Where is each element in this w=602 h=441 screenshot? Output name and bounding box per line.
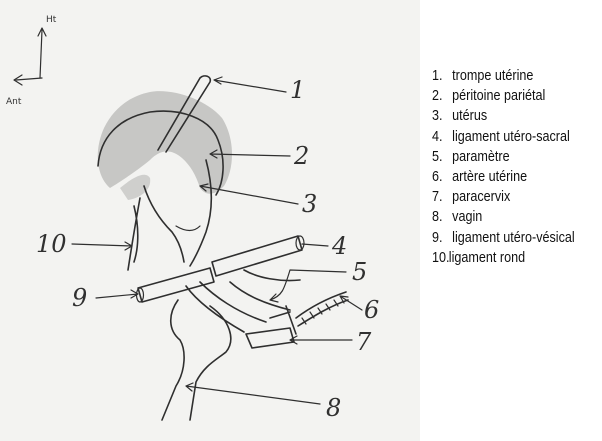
leader-10 — [72, 242, 132, 250]
legend-number: 8. — [432, 207, 452, 227]
leader-4 — [302, 244, 328, 246]
legend-label: ligament utéro-sacral — [452, 127, 570, 147]
legend-item: 3.utérus — [432, 106, 575, 126]
callout-1: 1 — [290, 78, 305, 102]
leader-9 — [96, 290, 138, 298]
leader-6 — [340, 296, 362, 310]
legend-item: 1.trompe utérine — [432, 66, 575, 86]
cervix-outline — [186, 270, 300, 332]
leader-8 — [186, 383, 320, 404]
utero-sacral-ligament — [212, 236, 302, 276]
legend-label: ligament rond — [449, 248, 525, 268]
leader-1 — [214, 77, 286, 92]
legend-item: 4.ligament utéro-sacral — [432, 127, 575, 147]
legend-number: 3. — [432, 106, 452, 126]
uterus-inner-line — [176, 226, 200, 231]
callout-8: 8 — [326, 396, 341, 420]
legend-label: vagin — [452, 207, 482, 227]
legend-label: ligament utéro-vésical — [452, 228, 575, 248]
legend-item: 10.ligament rond — [432, 248, 575, 268]
legend-label: péritoine pariétal — [452, 86, 545, 106]
anatomy-sketch: Ht Ant 1 2 3 4 5 6 7 8 9 10 — [0, 0, 420, 441]
callout-3: 3 — [302, 192, 317, 216]
legend-item: 2.péritoine pariétal — [432, 86, 575, 106]
legend-number: 1. — [432, 66, 452, 86]
leader-5 — [270, 270, 346, 302]
legend-label: paracervix — [452, 187, 510, 207]
callout-6: 6 — [364, 298, 379, 322]
legend-item: 7.paracervix — [432, 187, 575, 207]
legend-number: 2. — [432, 86, 452, 106]
peritoneum-shading — [98, 91, 232, 194]
sketch-drawing — [0, 0, 420, 441]
legend-list: 1.trompe utérine 2.péritoine pariétal 3.… — [432, 66, 575, 268]
callout-4: 4 — [332, 234, 347, 258]
axis-left-label: Ant — [6, 98, 21, 107]
callout-2: 2 — [294, 144, 309, 168]
callout-9: 9 — [72, 286, 87, 310]
legend-label: paramètre — [452, 147, 509, 167]
orientation-axes — [14, 28, 46, 85]
legend-number: 5. — [432, 147, 452, 167]
axis-up-line — [40, 30, 42, 78]
legend-label: utérus — [452, 106, 487, 126]
round-ligament — [128, 198, 140, 270]
legend-number: 4. — [432, 127, 452, 147]
legend-label: trompe utérine — [452, 66, 533, 86]
callout-5: 5 — [352, 260, 367, 284]
legend-number: 7. — [432, 187, 452, 207]
legend-label: artère utérine — [452, 167, 527, 187]
legend-number: 9. — [432, 228, 452, 248]
callout-10: 10 — [36, 232, 67, 256]
legend-number: 6. — [432, 167, 452, 187]
leader-7 — [290, 336, 352, 344]
paracervix — [246, 328, 294, 348]
legend-item: 8.vagin — [432, 207, 575, 227]
legend-number: 10. — [432, 248, 449, 268]
legend-item: 9.ligament utéro-vésical — [432, 228, 575, 248]
legend-item: 6.artère utérine — [432, 167, 575, 187]
legend-item: 5.paramètre — [432, 147, 575, 167]
callout-7: 7 — [356, 330, 371, 354]
axis-left-line — [16, 78, 42, 80]
axis-up-label: Ht — [46, 16, 56, 25]
